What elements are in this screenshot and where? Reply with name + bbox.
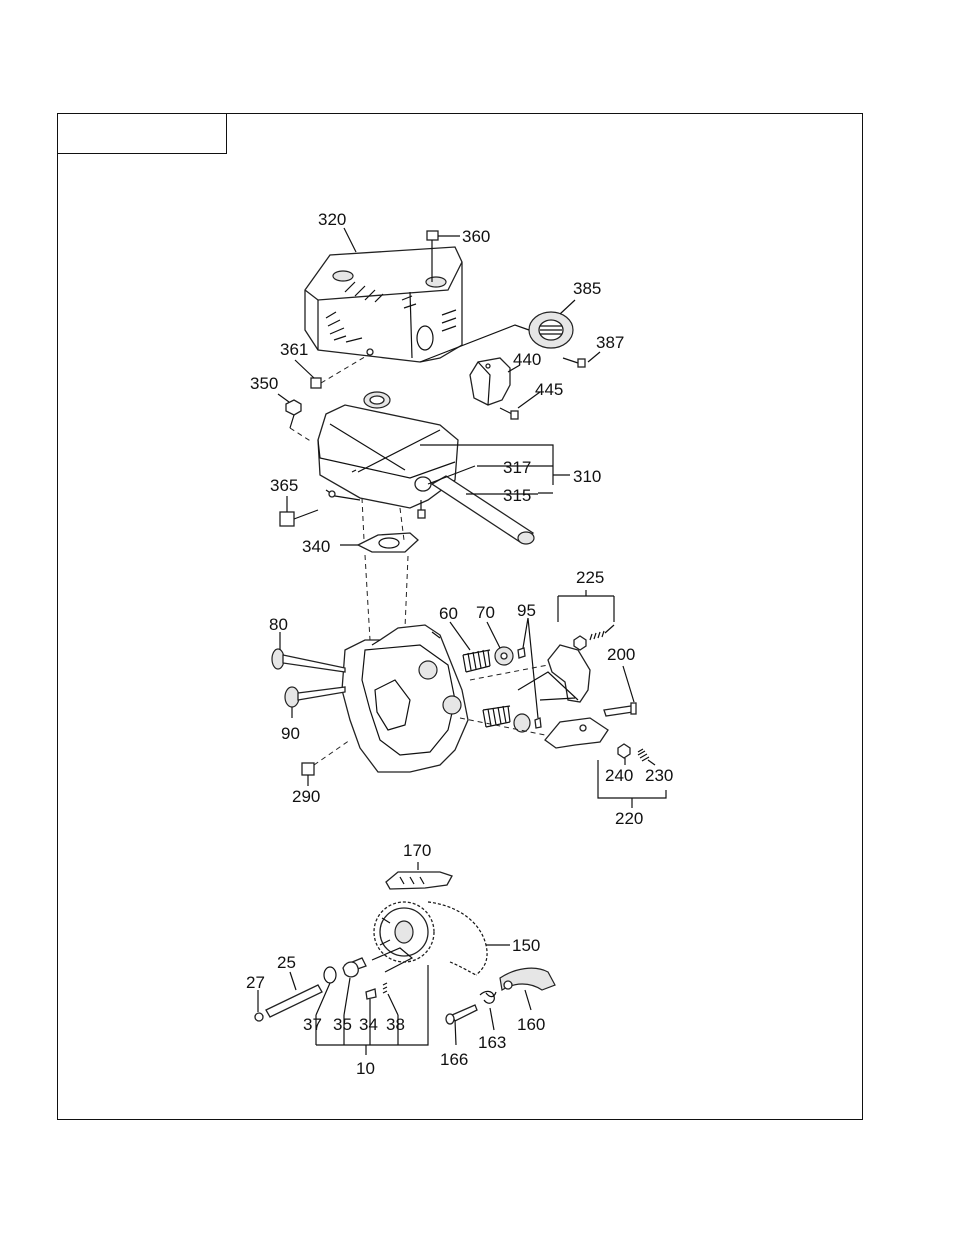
callout-150: 150 [512,936,540,955]
exhaust-valve-icon [284,686,346,708]
snap-ring-icon [323,966,337,984]
callout-200: 200 [607,645,635,664]
valve-collet-icon [517,647,526,659]
callout-387: 387 [596,333,624,352]
callout-360: 360 [462,227,490,246]
camshaft-lever-icon [371,947,414,973]
gasket-icon [356,497,419,553]
callout-170: 170 [403,841,431,860]
bolt-365-icon [279,509,319,527]
callout-35: 35 [333,1015,352,1034]
cylinder-head-icon [341,554,469,773]
rocker-shaft-icon [603,702,637,717]
callout-25: 25 [277,953,296,972]
bolt-361-icon [310,354,369,389]
adjuster-nut-upper-icon [573,624,615,651]
retainer-hole-icon [500,652,508,660]
callout-290: 290 [292,787,320,806]
rocker-arm-upper-icon [469,644,591,703]
callout-166: 166 [440,1050,468,1069]
callout-240: 240 [605,766,633,785]
adjuster-nut-lower-icon [617,743,650,762]
callout-labels: 320 360 385 387 361 440 350 445 317 310 … [246,210,673,1078]
callout-385: 385 [573,279,601,298]
bolt-317-icon [417,500,426,519]
decompressor-spring-icon [382,982,388,994]
callout-317: 317 [503,458,531,477]
callout-220: 220 [615,809,643,828]
callout-34: 34 [359,1015,378,1034]
intake-valve-icon [271,648,346,673]
callout-445: 445 [535,380,563,399]
muffler-cover-icon [304,246,463,363]
valve-collet-lower-icon [534,717,542,729]
nut-350-icon [285,399,302,429]
screw-387-icon [562,357,586,368]
callout-320: 320 [318,210,346,229]
leader-lines [257,227,667,1055]
callout-95: 95 [517,601,536,620]
callout-315: 315 [503,486,531,505]
valve-spring-lower-icon [482,705,511,728]
callout-27: 27 [246,973,265,992]
callout-160: 160 [517,1015,545,1034]
callout-340: 340 [302,537,330,556]
diagram-frame [57,113,863,1120]
spring-retainer-lower-icon [513,713,531,733]
decompressor-cam-icon [342,961,359,978]
callout-163: 163 [478,1033,506,1052]
valve-spring-upper-icon [462,649,491,673]
tensioner-pin-icon [445,1004,478,1025]
screw-445-icon [499,407,519,420]
decompressor-pin-icon [365,988,377,1000]
bolt-290-icon [301,739,351,776]
sprocket-icon [373,901,435,963]
callout-310: 310 [573,467,601,486]
callout-70: 70 [476,603,495,622]
callout-90: 90 [281,724,300,743]
callout-350: 350 [250,374,278,393]
callout-225: 225 [576,568,604,587]
chain-tensioner-icon [499,967,556,991]
callout-365: 365 [270,476,298,495]
tensioner-spring-icon [479,990,497,1004]
muffler-icon [289,391,459,509]
spark-arrester-screen-icon [419,311,574,363]
callout-37: 37 [303,1015,322,1034]
chain-icon [427,901,488,976]
deflector-icon [469,357,511,406]
callout-361: 361 [280,340,308,359]
callout-38: 38 [386,1015,405,1034]
callout-230: 230 [645,766,673,785]
callout-10: 10 [356,1059,375,1078]
rocker-arm-lower-icon [459,717,609,749]
section-title-box [57,113,227,154]
callout-440: 440 [513,350,541,369]
callout-80: 80 [269,615,288,634]
chain-guide-170-icon [385,862,453,890]
callout-60: 60 [439,604,458,623]
